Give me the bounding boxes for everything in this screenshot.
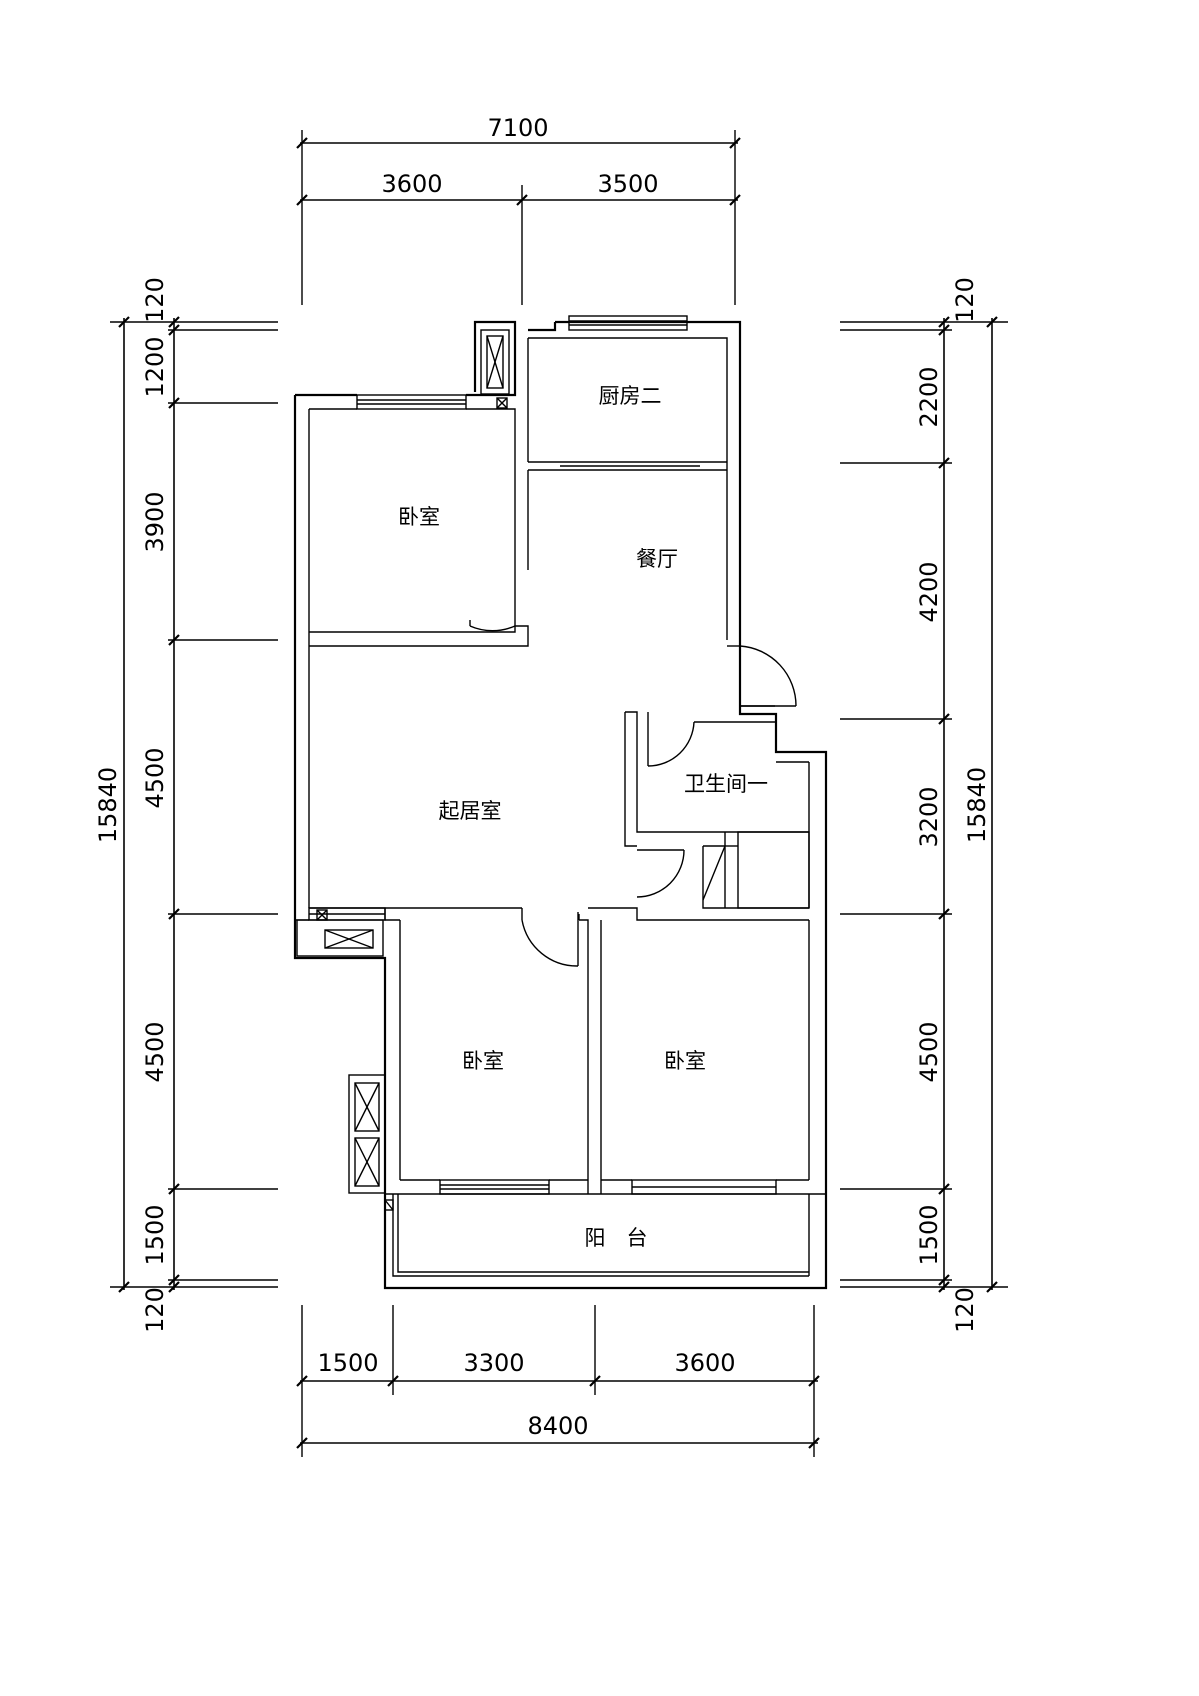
room-label-dining: 餐厅 — [636, 547, 678, 571]
dim-left-4500-b: 4500 — [141, 1021, 169, 1082]
room-label-bathroom: 卫生间一 — [684, 772, 768, 796]
dim-bottom-1: 1500 — [317, 1349, 378, 1377]
room-labels: 厨房二 卧室 餐厅 起居室 卫生间一 卧室 卧室 阳 台 — [398, 384, 768, 1250]
windows — [308, 315, 777, 1195]
dim-right-total: 15840 — [963, 767, 991, 843]
dim-right-bottom-120: 120 — [951, 1287, 979, 1333]
room-label-bedroom-right: 卧室 — [664, 1049, 706, 1073]
bottom-dimensions: 1500 3300 3600 8400 — [296, 1305, 820, 1457]
dim-bottom-total: 8400 — [527, 1412, 588, 1440]
dim-bottom-2: 3300 — [463, 1349, 524, 1377]
room-label-bedroom-left: 卧室 — [462, 1049, 504, 1073]
top-dimensions: 7100 3600 3500 — [296, 114, 741, 305]
dim-left-4500-a: 4500 — [141, 747, 169, 808]
room-label-kitchen: 厨房二 — [599, 384, 662, 408]
shafts — [296, 329, 510, 1211]
dim-top-left: 3600 — [381, 170, 442, 198]
dim-left-1500: 1500 — [141, 1204, 169, 1265]
dim-left-1200: 1200 — [141, 336, 169, 397]
right-dimensions: 120 2200 4200 3200 4500 1500 120 15840 — [840, 277, 1008, 1333]
dim-right-top-120: 120 — [951, 277, 979, 323]
room-label-bedroom-top: 卧室 — [398, 505, 440, 529]
room-label-balcony: 阳 台 — [585, 1226, 648, 1250]
dim-right-4500: 4500 — [915, 1021, 943, 1082]
dim-left-3900: 3900 — [141, 491, 169, 552]
dim-bottom-3: 3600 — [674, 1349, 735, 1377]
dim-top-right: 3500 — [597, 170, 658, 198]
dim-right-2200: 2200 — [915, 366, 943, 427]
dim-left-bottom-120: 120 — [141, 1287, 169, 1333]
dim-left-top-120: 120 — [141, 277, 169, 323]
doors — [469, 570, 797, 967]
dim-right-4200: 4200 — [915, 561, 943, 622]
left-dimensions: 120 1200 3900 4500 4500 1500 120 15840 — [94, 277, 278, 1333]
dim-top-total: 7100 — [487, 114, 548, 142]
room-label-living: 起居室 — [439, 799, 502, 823]
dim-right-1500: 1500 — [915, 1204, 943, 1265]
walls — [293, 320, 828, 1290]
dim-right-3200: 3200 — [915, 786, 943, 847]
dim-left-total: 15840 — [94, 767, 122, 843]
